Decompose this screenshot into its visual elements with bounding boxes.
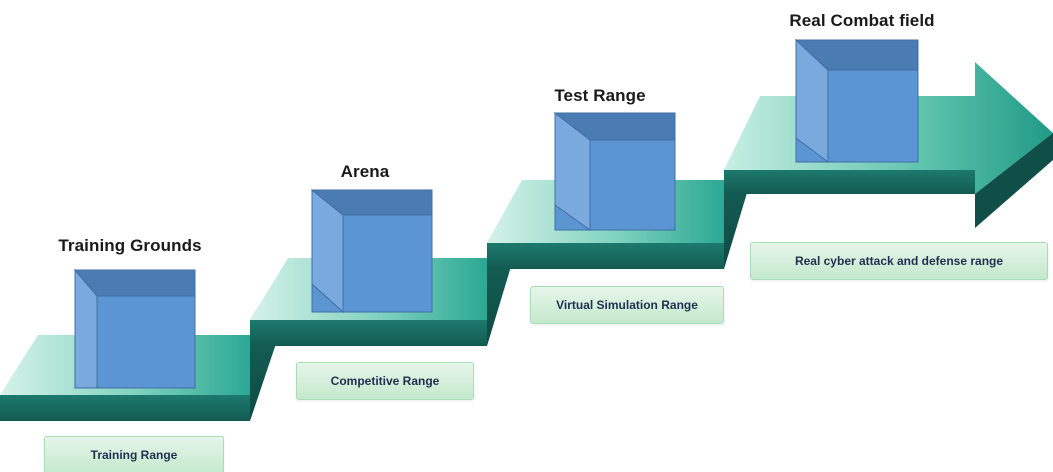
cube-2 [310,188,433,314]
range-label-competitive: Competitive Range [296,362,474,400]
cube-4 [794,38,919,163]
cube-3 [553,111,676,231]
range-label-training: Training Range [44,436,224,472]
cube-1 [73,268,196,389]
stage-title-real-combat-field: Real Combat field [789,11,935,30]
stage-title-arena: Arena [340,162,390,181]
stage-title-test-range: Test Range [554,86,646,105]
stage-title-training-grounds: Training Grounds [58,236,202,255]
range-label-real-cyber: Real cyber attack and defense range [750,242,1048,280]
range-label-virtual-simulation: Virtual Simulation Range [530,286,724,324]
